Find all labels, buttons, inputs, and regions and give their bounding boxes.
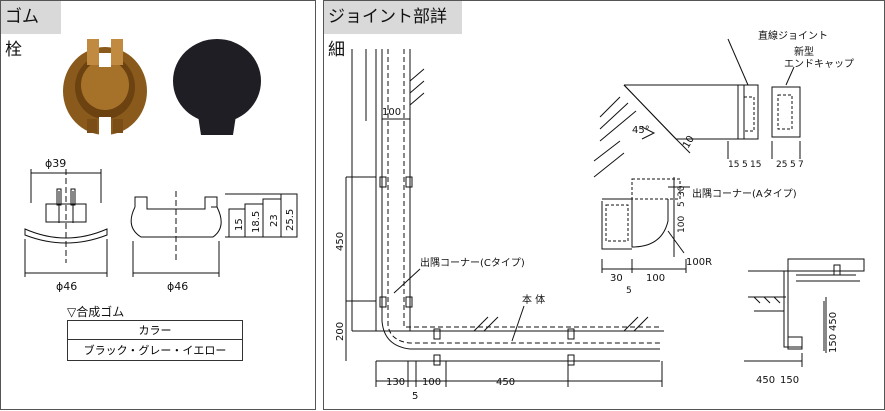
- dim-10: 10: [681, 134, 697, 151]
- panel-title: ジョイント部詳細: [324, 1, 462, 60]
- dim-30-vertical: 30: [677, 185, 687, 197]
- color-table: カラー ブラック・グレー・イエロー: [67, 320, 243, 361]
- main-plan-view: [345, 49, 664, 387]
- dim-100-vertical: 100: [677, 216, 687, 233]
- brown-plug-image: [63, 39, 147, 135]
- dim-5: 5: [412, 391, 418, 402]
- dim-150-section-v: 150: [828, 334, 839, 353]
- dim-200-vertical: 200: [335, 322, 346, 341]
- dim-150-section-h: 150: [780, 375, 799, 386]
- color-header: カラー: [67, 320, 243, 340]
- dim-phi46-side: ϕ46: [167, 280, 188, 293]
- corner-c-label: 出隅コーナー(Cタイプ): [420, 256, 525, 269]
- angle-45-label: 45°: [632, 125, 650, 136]
- section-detail-view: [744, 258, 865, 367]
- body-label: 本 体: [522, 293, 545, 306]
- rubber-plug-drawing: ϕ39 ϕ46 ϕ46 15 18.5 23 25.5: [24, 39, 298, 293]
- dim-phi46-front: ϕ46: [56, 280, 77, 293]
- dim-18-5: 18.5: [251, 211, 262, 233]
- material-heading: ▽合成ゴム: [67, 305, 125, 319]
- end-cap-label-line2: エンドキャップ: [784, 58, 854, 70]
- dim-phi39: ϕ39: [45, 157, 66, 170]
- rubber-plug-panel: ゴム栓: [0, 0, 316, 410]
- plug-side-view: [130, 191, 298, 277]
- joint-detail-panel: ジョイント部詳細: [323, 0, 885, 410]
- dim-15a: 15: [728, 160, 739, 170]
- panel-title: ゴム栓: [1, 1, 61, 60]
- dim-450-section-h: 450: [756, 375, 775, 386]
- dim-450-section-v: 450: [828, 312, 839, 331]
- dim-23: 23: [269, 214, 280, 227]
- dim-30-horizontal: 30: [610, 273, 623, 284]
- dim-100-horizontal: 100: [646, 273, 665, 284]
- a-type-corner-view: [593, 140, 690, 273]
- end-cap-label-line1: 新型: [794, 45, 814, 58]
- dim-7: 7: [798, 160, 804, 170]
- corner-detail-view: [599, 38, 801, 159]
- plug-front-view: [24, 169, 108, 277]
- straight-joint-label: 直線ジョイント: [758, 29, 828, 42]
- corner-a-label: 出隅コーナー(Aタイプ): [692, 187, 797, 200]
- color-values: ブラック・グレー・イエロー: [67, 339, 243, 361]
- dim-5a: 5: [742, 160, 748, 170]
- dim-5-vertical: 5: [677, 201, 687, 207]
- dim-25-5: 25.5: [285, 209, 296, 231]
- dim-5b: 5: [790, 160, 796, 170]
- dim-15b: 15: [750, 160, 761, 170]
- dim-25: 25: [776, 160, 787, 170]
- dim-100-top: 100: [382, 107, 401, 118]
- dim-100-bottom: 100: [422, 377, 441, 388]
- joint-detail-drawing: 100 450 200 130 100 450 5 出隅コーナー(Cタイプ) 本…: [335, 29, 865, 402]
- dim-5-horizontal: 5: [626, 286, 632, 296]
- dim-450-vertical: 450: [335, 232, 346, 251]
- radius-label: 100R: [686, 257, 712, 268]
- dim-130: 130: [386, 377, 405, 388]
- dim-450-horizontal: 450: [496, 377, 515, 388]
- black-plug-image: [173, 39, 261, 135]
- dim-15: 15: [234, 218, 245, 231]
